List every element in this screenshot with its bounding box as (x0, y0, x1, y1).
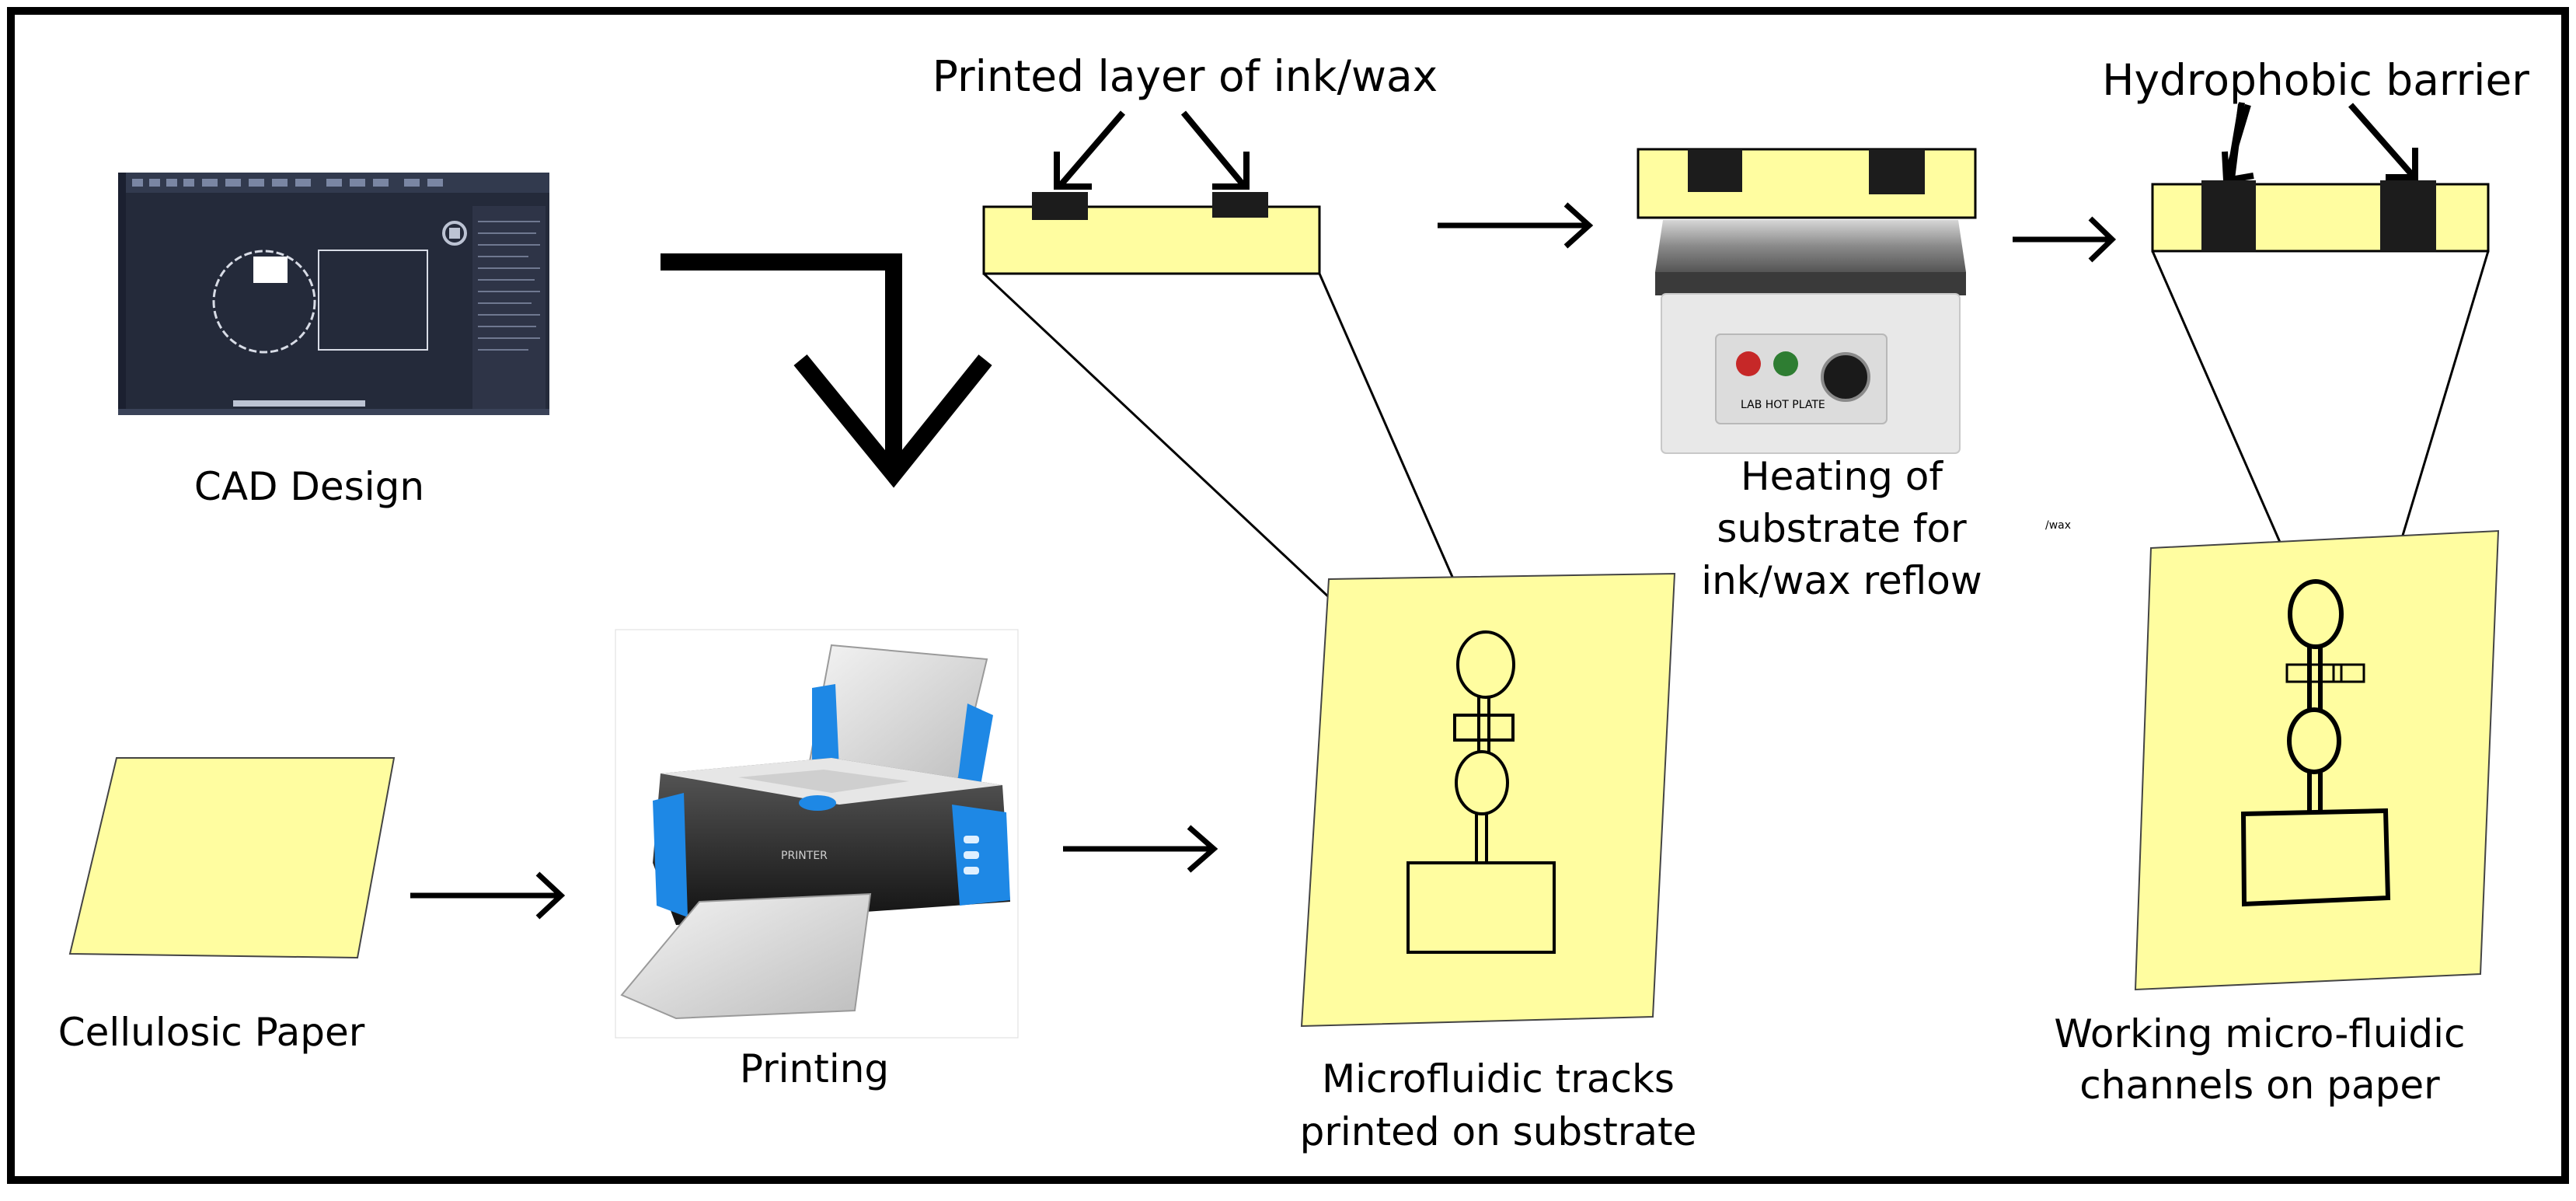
arrow-print-to-heat (1438, 202, 1594, 249)
hotplate-label-text: LAB HOT PLATE (1741, 399, 1825, 411)
working-label-line2: channels on paper (2079, 1063, 2440, 1108)
printed-ink-block-left (1032, 192, 1088, 220)
printing-label: Printing (740, 1046, 889, 1091)
barrier-block-left (2201, 180, 2256, 251)
tiny-wax-note: /wax (2045, 519, 2071, 532)
cad-software-screenshot (118, 173, 549, 415)
cad-design-label: CAD Design (194, 464, 424, 509)
printed-layer-pointer-arrows (1054, 110, 1250, 190)
down-arrow-cad-to-printer (661, 253, 992, 488)
microfluidic-tracks-sheet (1300, 572, 1676, 1028)
barrier-block-right (2380, 180, 2436, 251)
heating-label-line2: substrate for (1717, 506, 1967, 551)
arrow-paper-to-printer (410, 871, 566, 920)
printed-layer-label: Printed layer of ink/wax (932, 51, 1438, 101)
tracks-label-line2: printed on substrate (1300, 1109, 1697, 1154)
reflowed-ink-block-left (1688, 149, 1742, 192)
cellulosic-paper-sheet (68, 757, 396, 959)
arrow-printer-to-tracks (1063, 825, 1218, 873)
tracks-label-line1: Microfluidic tracks (1322, 1056, 1675, 1101)
barrier-arrow-right (2348, 103, 2418, 180)
arrow-heat-to-barrier (2013, 216, 2117, 263)
heating-label-line3: ink/wax reflow (1701, 558, 1982, 603)
printed-ink-block-right (1212, 192, 1268, 218)
working-label-line1: Working micro-fluidic (2054, 1011, 2465, 1056)
cellulosic-paper-label: Cellulosic Paper (58, 1010, 365, 1055)
heating-label-line1: Heating of (1741, 454, 1943, 499)
working-channels-sheet (2134, 529, 2500, 991)
printer-brand-text: PRINTER (781, 850, 828, 862)
hydrophobic-barrier-label: Hydrophobic barrier (2102, 55, 2529, 105)
reflowed-ink-block-right (1869, 149, 1925, 194)
inkjet-printer-image: PRINTER (615, 629, 1019, 1039)
barrier-arrow-left (2223, 103, 2251, 179)
